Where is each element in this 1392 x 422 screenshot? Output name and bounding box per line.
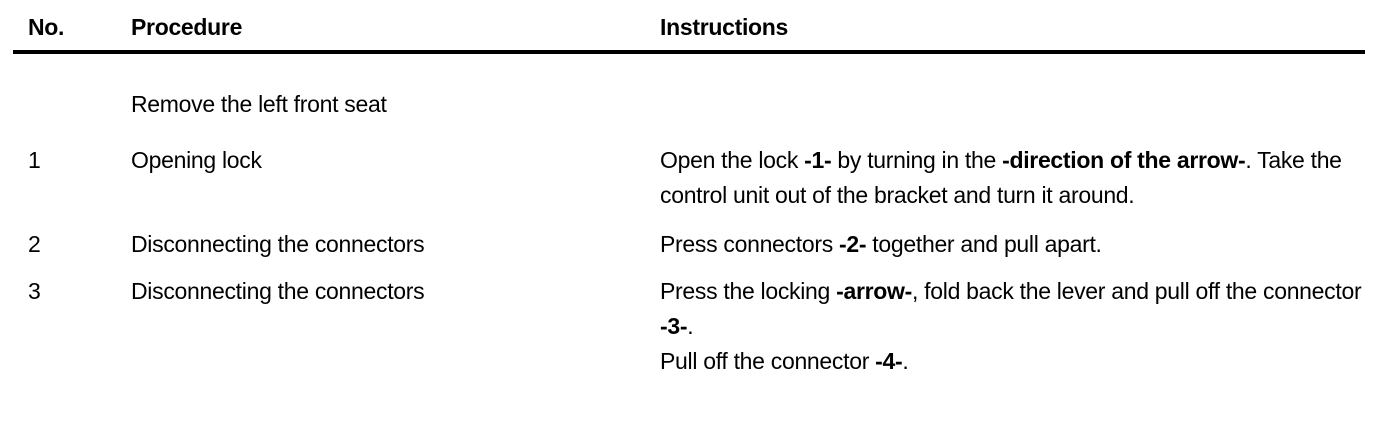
procedure-cell: Remove the left front seat [131,91,387,117]
table-row: 3 Disconnecting the connectors Press the… [28,274,1362,379]
procedure-cell: Disconnecting the connectors [131,231,425,257]
column-header-no: No. [28,14,65,40]
procedure-cell: Disconnecting the connectors [131,278,425,304]
instruction-paragraph: Open the lock -1- by turning in the -dir… [660,147,1342,208]
instruction-paragraph: Press the locking -arrow-, fold back the… [660,278,1362,339]
instruction-paragraph: Press connectors -2- together and pull a… [660,231,1102,257]
procedure-cell: Opening lock [131,147,262,173]
instructions-cell: Press the locking -arrow-, fold back the… [660,274,1362,379]
table-row: 2 Disconnecting the connectors Press con… [28,227,1362,262]
table-body: Remove the left front seat 1 Opening loc… [0,87,1392,379]
row-number: 2 [28,231,41,257]
instructions-cell: Open the lock -1- by turning in the -dir… [660,143,1362,213]
table-row: Remove the left front seat [28,87,1362,122]
row-number: 3 [28,278,41,304]
column-header-procedure: Procedure [131,14,243,40]
table-row: 1 Opening lock Open the lock -1- by turn… [28,143,1362,213]
instructions-cell: Press connectors -2- together and pull a… [660,227,1362,262]
table-header-rule: No. Procedure Instructions [13,0,1365,54]
instruction-paragraph: Pull off the connector -4-. [660,348,909,374]
table-header-row: No. Procedure Instructions [13,14,1365,40]
row-number: 1 [28,147,41,173]
column-header-instructions: Instructions [660,14,789,40]
